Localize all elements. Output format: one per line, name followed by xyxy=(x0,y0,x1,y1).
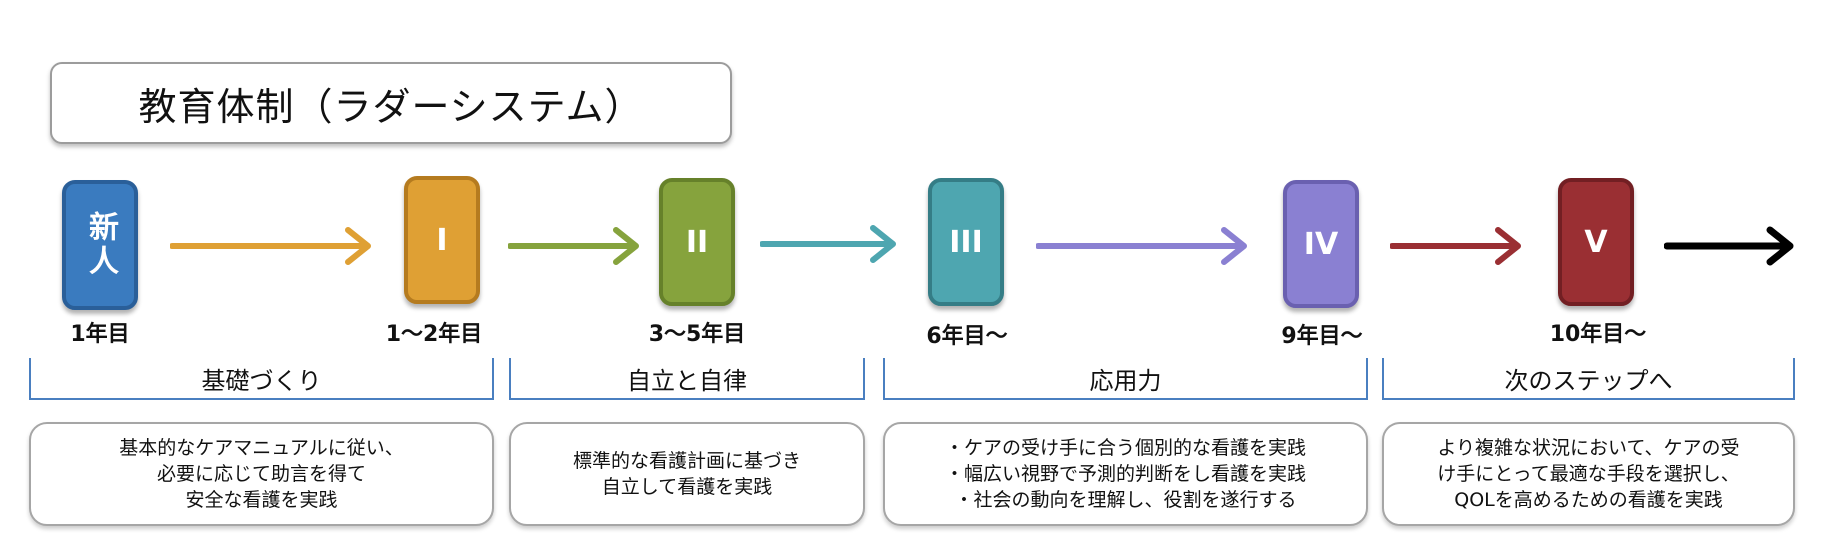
arrow-4-to-5 xyxy=(1390,227,1521,265)
description-line: 標準的な看護計画に基づき xyxy=(572,450,801,472)
stage-card-4: IV xyxy=(1283,180,1359,308)
year-label-2: 3〜5年目 xyxy=(648,322,746,347)
year-label-3: 6年目〜 xyxy=(926,324,1008,349)
page-title: 教育体制（ラダーシステム） xyxy=(138,84,644,129)
stage-card-3: III xyxy=(928,178,1004,306)
description-line: け手にとって最適な手段を選択し、 xyxy=(1437,463,1740,485)
arrow-novice-to-1 xyxy=(170,227,371,265)
phase-label-foundation: 基礎づくり xyxy=(201,366,322,395)
stage-label-2: II xyxy=(685,224,709,260)
year-label-1: 1〜2年目 xyxy=(385,322,483,347)
description-line: 必要に応じて助言を得て xyxy=(156,463,366,485)
description-line: ・社会の動向を理解し、役割を遂行する xyxy=(954,489,1297,511)
stage-label-novice: 新人 xyxy=(83,211,118,279)
phase-bracket-foundation: 基礎づくり xyxy=(29,358,494,400)
arrow-3-to-4 xyxy=(1036,227,1247,265)
year-label-novice: 1年目 xyxy=(70,322,130,347)
stage-label-5: V xyxy=(1584,224,1608,260)
description-box-next-step: より複雑な状況において、ケアの受 け手にとって最適な手段を選択し、 QOLを高め… xyxy=(1382,422,1795,526)
phase-bracket-next-step: 次のステップへ xyxy=(1382,358,1795,400)
year-label-5: 10年目〜 xyxy=(1549,322,1647,347)
description-line: QOLを高めるための看護を実践 xyxy=(1454,489,1723,511)
stage-label-1: I xyxy=(436,222,448,258)
description-box-application: ・ケアの受け手に合う個別的な看護を実践 ・幅広い視野で予測的判断をし看護を実践 … xyxy=(883,422,1368,526)
stage-card-5: V xyxy=(1558,178,1634,306)
title-box: 教育体制（ラダーシステム） xyxy=(50,62,732,144)
description-box-foundation: 基本的なケアマニュアルに従い、 必要に応じて助言を得て 安全な看護を実践 xyxy=(29,422,494,526)
arrow-next-step xyxy=(1664,226,1794,266)
description-line: より複雑な状況において、ケアの受 xyxy=(1437,437,1740,459)
stage-label-4: IV xyxy=(1303,226,1339,262)
description-line: 基本的なケアマニュアルに従い、 xyxy=(119,437,404,459)
stage-card-2: II xyxy=(659,178,735,306)
phase-bracket-application: 応用力 xyxy=(883,358,1368,400)
phase-label-application: 応用力 xyxy=(1089,366,1162,395)
stage-card-novice: 新人 xyxy=(62,180,138,310)
year-label-4: 9年目〜 xyxy=(1281,324,1363,349)
description-box-independence: 標準的な看護計画に基づき 自立して看護を実践 xyxy=(509,422,865,526)
phase-bracket-independence: 自立と自律 xyxy=(509,358,865,400)
phase-label-next-step: 次のステップへ xyxy=(1504,366,1673,395)
stage-card-1: I xyxy=(404,176,480,304)
description-line: 自立して看護を実践 xyxy=(601,476,773,498)
description-line: ・ケアの受け手に合う個別的な看護を実践 xyxy=(944,437,1306,459)
stage-label-3: III xyxy=(949,224,983,260)
arrow-1-to-2 xyxy=(508,227,639,265)
phase-label-independence: 自立と自律 xyxy=(627,366,747,395)
arrow-2-to-3 xyxy=(760,225,896,263)
description-line: ・幅広い視野で予測的判断をし看護を実践 xyxy=(944,463,1306,485)
description-line: 安全な看護を実践 xyxy=(185,489,338,511)
